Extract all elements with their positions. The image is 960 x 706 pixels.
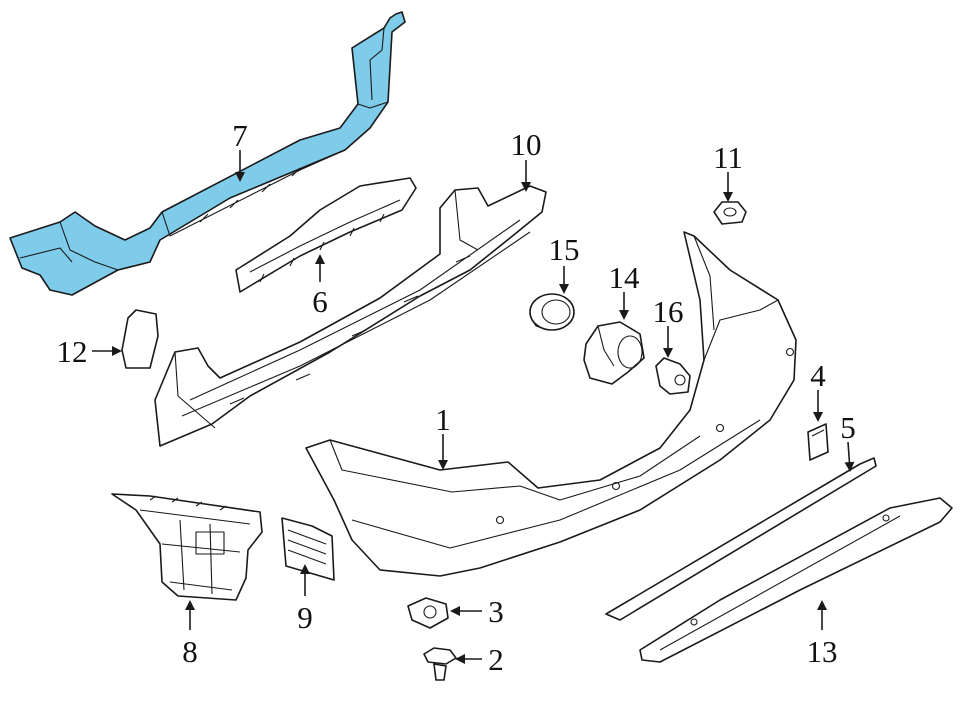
callout-6: 6	[312, 284, 328, 319]
part-5-trim-strip	[605, 457, 877, 621]
callout-5: 5	[840, 410, 856, 445]
part-9-grille	[281, 517, 335, 581]
callout-4: 4	[810, 358, 826, 393]
arrow-5	[844, 441, 855, 472]
part-15-sensor-ring	[529, 293, 575, 331]
part-4-clip	[807, 423, 829, 461]
part-2-screw	[423, 647, 457, 681]
part-11-nut	[713, 201, 747, 225]
callout-8: 8	[182, 634, 198, 669]
callout-2: 2	[488, 642, 504, 677]
callout-7: 7	[232, 118, 248, 153]
callout-labels: 1 2 3 4 5 6 7 8 9 10 11 12 13 14 15 16	[57, 118, 856, 677]
part-3-nut-clip	[407, 597, 449, 629]
callout-11: 11	[713, 140, 743, 175]
callout-1: 1	[435, 402, 451, 437]
part-13-lower-valance	[639, 497, 953, 663]
part-10-reinforcement-beam	[154, 185, 547, 447]
callout-3: 3	[488, 594, 504, 629]
part-12-pad	[121, 309, 159, 369]
part-7-energy-absorber	[9, 11, 406, 296]
callout-14: 14	[609, 260, 641, 295]
callout-10: 10	[511, 127, 542, 162]
callout-9: 9	[297, 600, 313, 635]
part-1-bumper-cover	[305, 231, 797, 577]
part-6-bracket	[235, 177, 417, 293]
part-16-sensor-bracket	[655, 357, 691, 395]
part-8-side-bracket	[111, 493, 263, 601]
part-14-parking-sensor	[583, 321, 645, 385]
callout-16: 16	[653, 294, 684, 329]
callout-15: 15	[549, 232, 580, 267]
leader-arrows	[92, 150, 855, 664]
callout-12: 12	[57, 334, 88, 369]
callout-13: 13	[807, 634, 838, 669]
